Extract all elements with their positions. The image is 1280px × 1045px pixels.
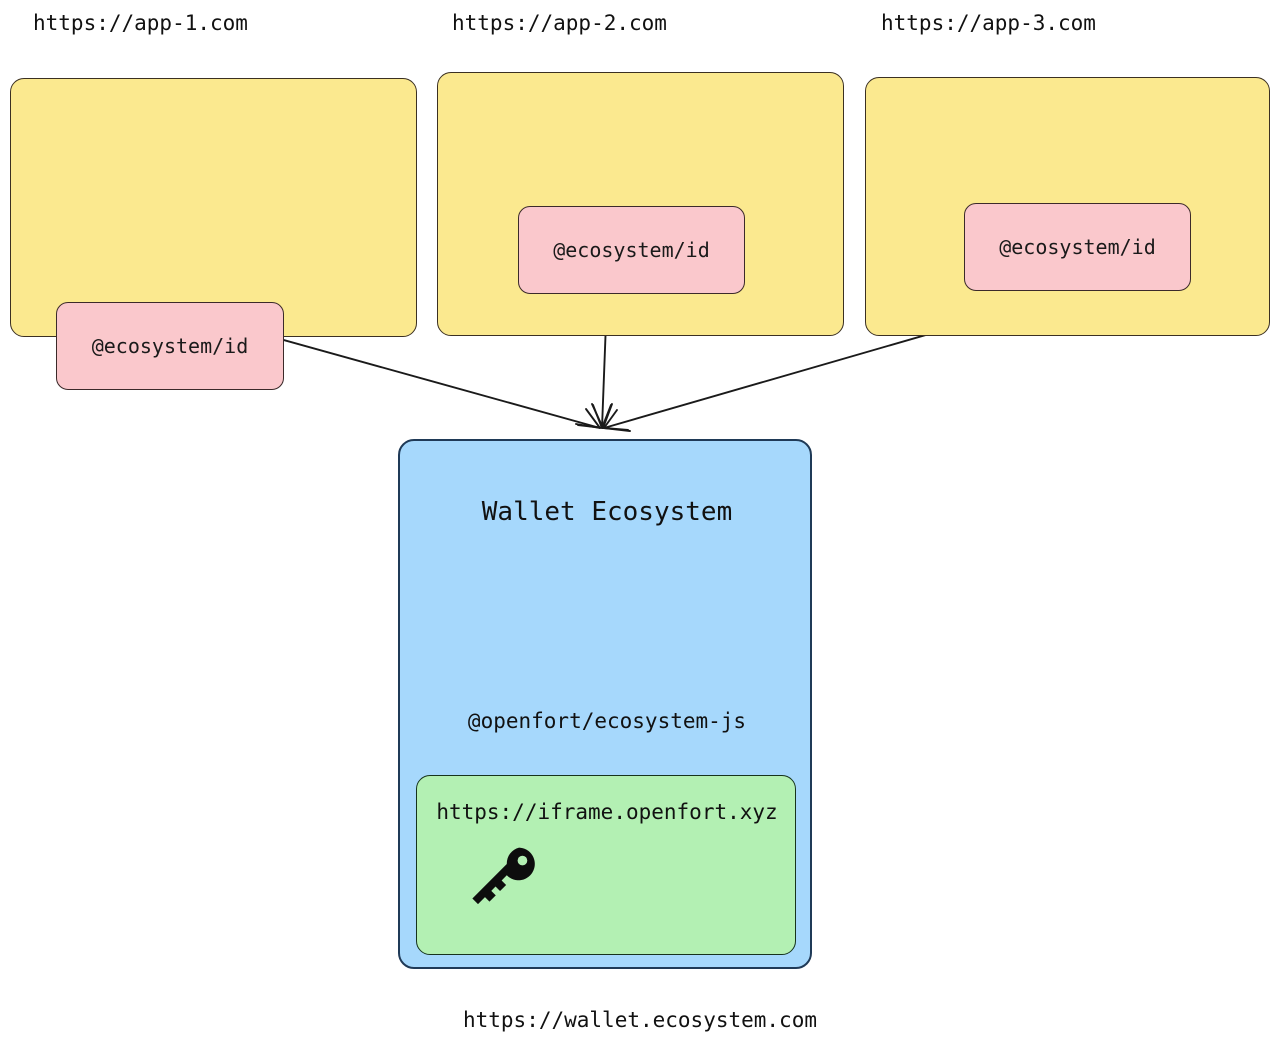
app-1-box: @ecosystem/id [10, 78, 417, 390]
ecosystem-js-sdk-label: @openfort/ecosystem-js [467, 709, 747, 733]
iframe-url-label: https://iframe.openfort.xyz [436, 800, 778, 824]
wallet-ecosystem-title: Wallet Ecosystem [481, 497, 733, 527]
app-2-url-label: https://app-2.com [452, 11, 667, 35]
app-2-ecosystem-id-node: @ecosystem/id [518, 206, 745, 294]
app-1-url-label: https://app-1.com [33, 11, 248, 35]
app-3-url-label: https://app-3.com [881, 11, 1096, 35]
app-1-ecosystem-id-node: @ecosystem/id [56, 302, 284, 390]
app-3-ecosystem-id-node: @ecosystem/id [964, 203, 1191, 291]
openfort-iframe-box: https://iframe.openfort.xyz [416, 775, 796, 955]
connector-junction [577, 403, 631, 432]
key-icon [472, 847, 535, 905]
wallet-ecosystem-box: Wallet Ecosystem @openfort/ecosystem-js … [398, 439, 812, 969]
wallet-ecosystem-url-caption: https://wallet.ecosystem.com [462, 1008, 817, 1032]
app-2-box [437, 72, 844, 336]
